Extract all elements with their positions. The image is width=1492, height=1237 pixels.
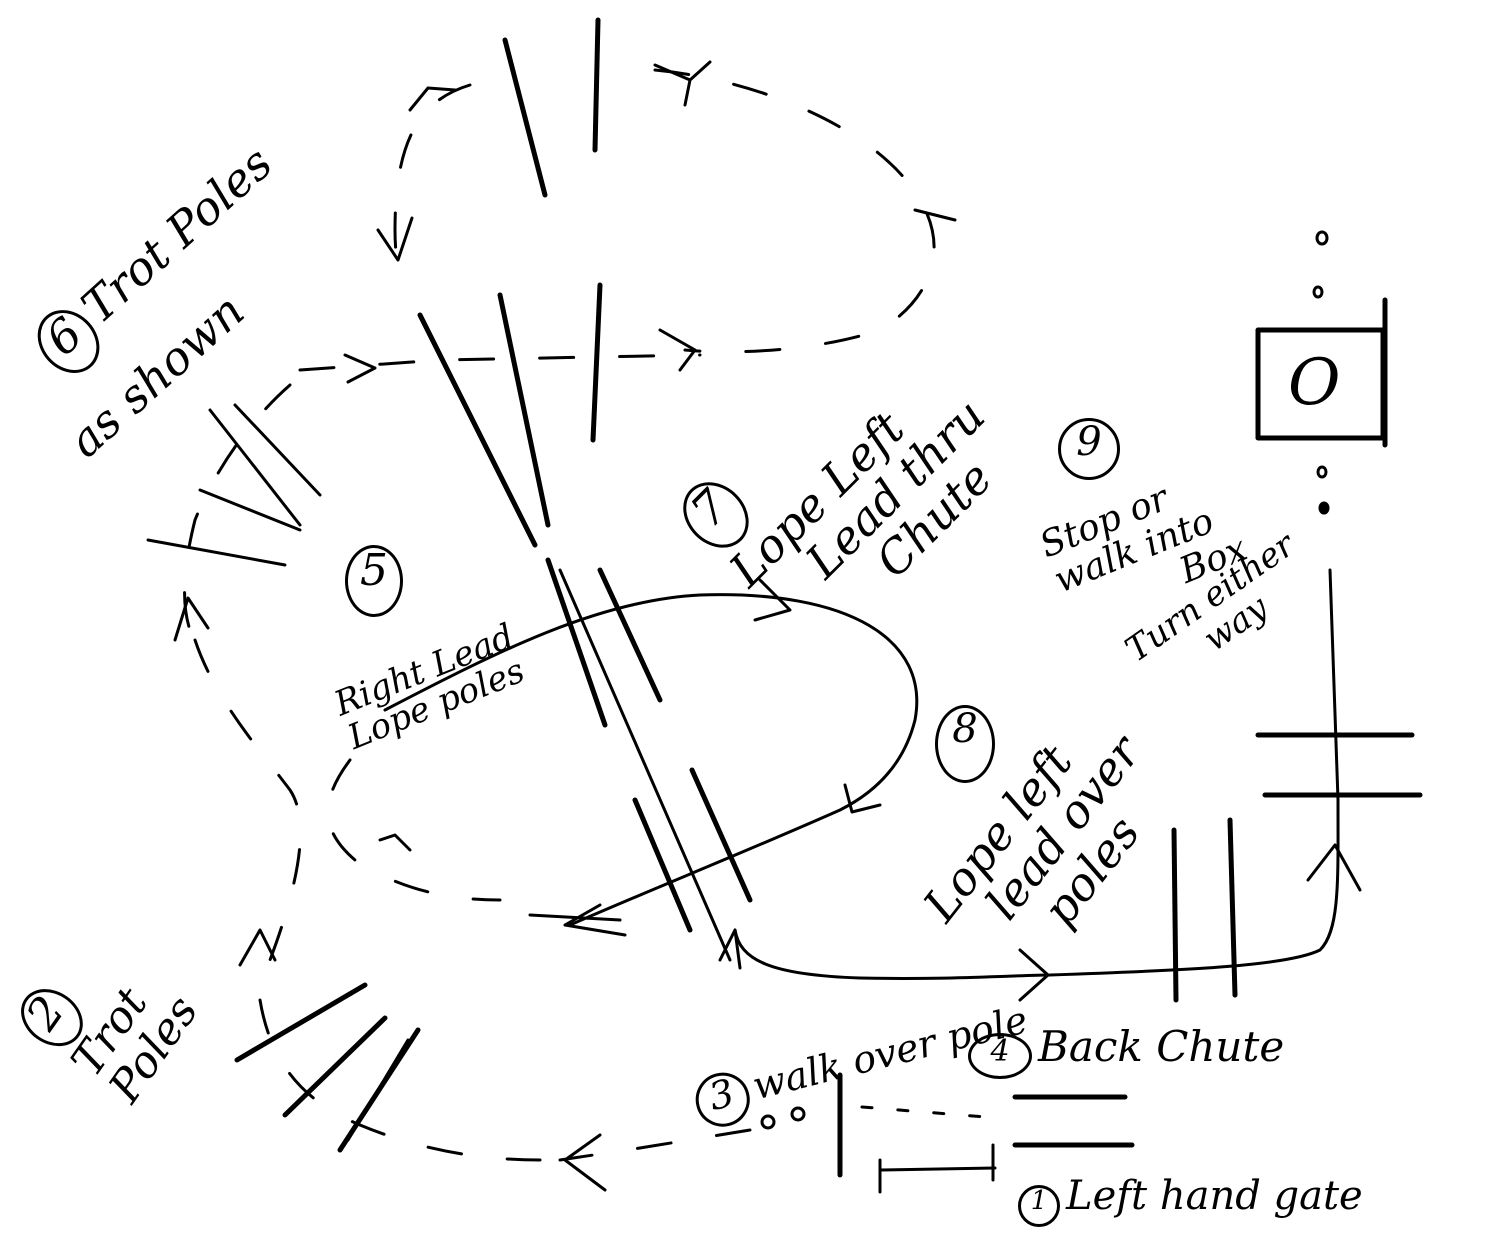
- dot: [1314, 287, 1322, 297]
- step-number: 1: [1018, 1185, 1060, 1227]
- label-right-lead-number: 5: [345, 545, 409, 617]
- arrow-head: [1308, 845, 1360, 890]
- dot: [1319, 502, 1329, 514]
- gate-line: [862, 1107, 998, 1118]
- arrow-head: [845, 785, 880, 812]
- box-marker: O: [1288, 350, 1340, 417]
- pole: [593, 285, 600, 440]
- arrow-head: [565, 1135, 605, 1190]
- arrow-head: [345, 355, 375, 382]
- pole: [635, 800, 690, 930]
- arrow-head: [655, 62, 710, 105]
- arrow-head: [380, 835, 410, 850]
- label-stop-box-number: 9: [1058, 418, 1126, 480]
- dot: [1317, 232, 1327, 244]
- step-number: 9: [1058, 418, 1120, 480]
- label-lope-left-poles-number: 8: [935, 705, 1001, 783]
- pole: [200, 490, 300, 530]
- pole: [235, 405, 320, 495]
- arrow-tick: [915, 210, 955, 220]
- pole: [1174, 830, 1176, 1000]
- label-line: Back Chute: [1038, 1022, 1284, 1071]
- dot: [1318, 467, 1326, 477]
- step-number: 5: [345, 545, 403, 617]
- pole: [548, 560, 605, 725]
- step-number: 8: [935, 705, 995, 783]
- pole: [348, 1040, 408, 1140]
- step-number: 4: [968, 1033, 1032, 1079]
- dot: [762, 1116, 774, 1128]
- bottom-return-path: [560, 1108, 804, 1190]
- trot-poles-6: [148, 385, 320, 630]
- arrow-head: [720, 930, 740, 968]
- pole: [505, 40, 545, 195]
- label-line: Left hand gate: [1066, 1173, 1363, 1219]
- pole: [148, 540, 285, 565]
- pole: [595, 20, 598, 150]
- pole: [237, 985, 365, 1060]
- gate-span: [880, 1168, 995, 1170]
- pole: [420, 315, 535, 545]
- arrow-head: [175, 598, 208, 640]
- dot: [792, 1108, 804, 1120]
- pole: [560, 570, 730, 960]
- pole: [692, 770, 750, 900]
- pole: [1230, 820, 1235, 995]
- arrow-head: [410, 88, 455, 110]
- top-poles: [420, 20, 600, 545]
- trot-poles-2: [237, 985, 418, 1150]
